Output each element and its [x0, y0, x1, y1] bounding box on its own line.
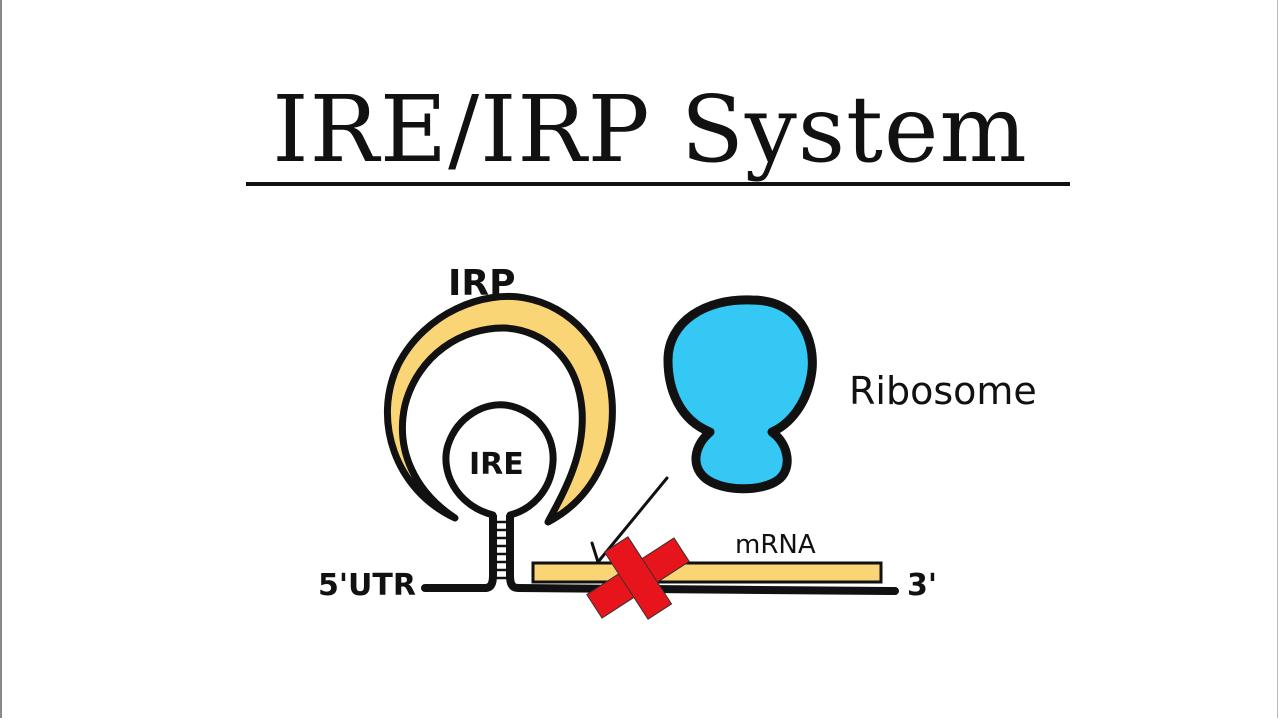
three-prime-label: 3': [907, 568, 937, 603]
ribosome: [663, 295, 817, 494]
title-underline: [246, 182, 1070, 186]
page-title: IRE/IRP System: [272, 76, 1028, 183]
five-prime-utr-label: 5'UTR: [318, 568, 416, 603]
ire-label: IRE: [469, 447, 524, 482]
ribosome-label: Ribosome: [849, 369, 1037, 413]
rna-backbone-left: [421, 511, 497, 592]
ire-loop: [442, 401, 557, 519]
block-cross-icon: [586, 536, 690, 620]
irp-protein: [383, 292, 616, 526]
mrna-strand: [531, 561, 883, 584]
rna-backbone-right: [506, 511, 899, 595]
ribosome-arrow-line: [590, 476, 669, 564]
ire-stem-pairs: [493, 520, 510, 580]
irp-label: IRP: [448, 263, 516, 304]
mrna-label: mRNA: [735, 530, 816, 560]
